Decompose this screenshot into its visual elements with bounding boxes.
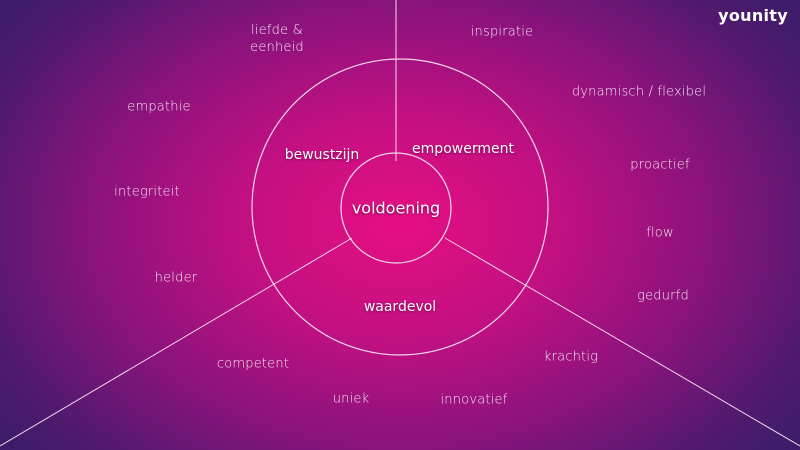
divider-line-bottom-right <box>444 237 800 447</box>
word-competent: competent <box>216 356 290 372</box>
divider-line-bottom-left <box>0 237 353 447</box>
word-helder: helder <box>154 270 198 286</box>
segment-label-bewustzijn: bewustzijn <box>284 147 360 163</box>
word-inspiratie: inspiratie <box>470 24 534 40</box>
word-flow: flow <box>646 225 674 241</box>
word-proactief: proactief <box>630 157 690 173</box>
word-gedurfd: gedurfd <box>637 288 689 304</box>
segment-label-waardevol: waardevol <box>363 299 437 315</box>
word-uniek: uniek <box>332 391 370 407</box>
brand-logo: younity <box>718 6 788 25</box>
word-dynamisch-flexibel: dynamisch / flexibel <box>571 84 707 100</box>
word-liefde-eenheid: liefde & eenheid <box>250 23 304 55</box>
word-empathie: empathie <box>127 99 191 115</box>
inner-circle <box>340 152 452 264</box>
outer-ring <box>251 58 549 356</box>
center-label: voldoening <box>351 198 441 218</box>
word-innovatief: innovatief <box>440 392 508 408</box>
segment-label-empowerment: empowerment <box>412 141 514 157</box>
word-integriteit: integriteit <box>114 184 180 200</box>
word-krachtig: krachtig <box>543 349 599 365</box>
